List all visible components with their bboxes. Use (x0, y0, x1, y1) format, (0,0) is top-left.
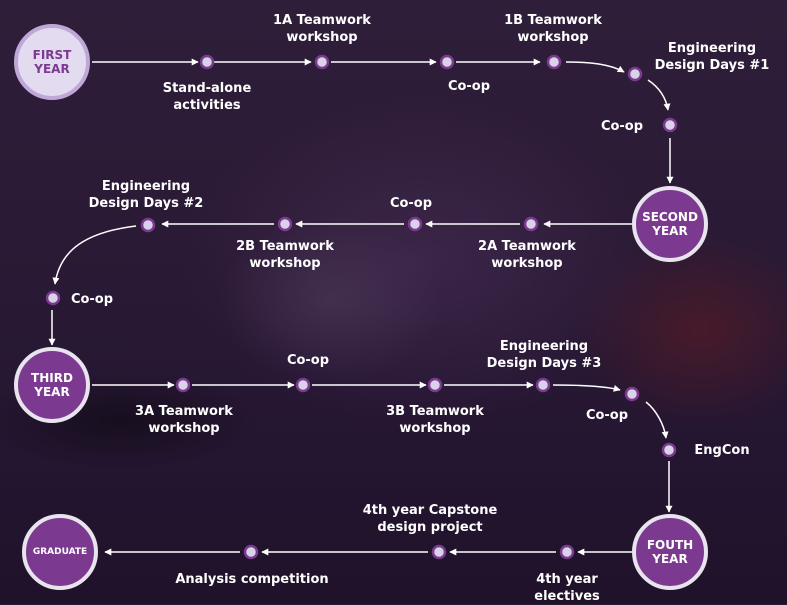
node-coop-1 (439, 54, 455, 70)
label-design-days-3: Engineering Design Days #3 (486, 339, 602, 371)
node-design-days-3 (535, 377, 551, 393)
label-coop-2: Co-op (600, 119, 644, 134)
label-coop-4: Co-op (70, 292, 114, 307)
label-capstone: 4th year Capstone design project (362, 503, 498, 535)
label-teamwork-2b: 2B Teamwork workshop (236, 239, 334, 271)
node-engcon (661, 442, 677, 458)
connector (52, 225, 137, 285)
label-electives-4: 4th year electives (534, 572, 600, 604)
label-engcon: EngCon (694, 443, 750, 458)
node-teamwork-3a (175, 377, 191, 393)
label-teamwork-1b: 1B Teamwork workshop (504, 13, 602, 45)
label-teamwork-3b: 3B Teamwork workshop (386, 404, 484, 436)
node-coop-5 (295, 377, 311, 393)
node-teamwork-3b (427, 377, 443, 393)
node-analysis (243, 544, 259, 560)
label-design-days-2: Engineering Design Days #2 (88, 179, 204, 211)
label-stand-alone: Stand-alone activities (162, 81, 252, 113)
third-year-hub: THIRD YEAR (14, 347, 90, 423)
label-coop-3: Co-op (389, 196, 433, 211)
label-coop-6: Co-op (585, 408, 629, 423)
node-capstone (431, 544, 447, 560)
fourth-year-hub: FOUTH YEAR (632, 514, 708, 590)
node-design-days-2 (140, 217, 156, 233)
label-coop-5: Co-op (286, 353, 330, 368)
connector (552, 384, 621, 392)
node-teamwork-2b (277, 216, 293, 232)
label-coop-1: Co-op (447, 79, 491, 94)
connector (645, 401, 669, 439)
node-coop-2 (662, 117, 678, 133)
connector (647, 79, 671, 111)
node-coop-4 (45, 290, 61, 306)
second-year-hub: SECOND YEAR (632, 186, 708, 262)
label-design-days-1: Engineering Design Days #1 (654, 41, 770, 73)
node-coop-3 (407, 216, 423, 232)
label-analysis: Analysis competition (175, 572, 329, 587)
node-teamwork-1b (546, 54, 562, 70)
node-teamwork-2a (523, 216, 539, 232)
node-stand-alone (199, 54, 215, 70)
label-teamwork-1a: 1A Teamwork workshop (273, 13, 371, 45)
node-coop-6 (624, 386, 640, 402)
label-teamwork-3a: 3A Teamwork workshop (135, 404, 233, 436)
graduate-hub: GRADUATE (22, 514, 98, 590)
node-teamwork-1a (314, 54, 330, 70)
node-electives-4 (559, 544, 575, 560)
node-design-days-1 (627, 66, 643, 82)
connector (565, 61, 625, 73)
first-year-hub: FIRST YEAR (14, 24, 90, 100)
label-teamwork-2a: 2A Teamwork workshop (478, 239, 576, 271)
